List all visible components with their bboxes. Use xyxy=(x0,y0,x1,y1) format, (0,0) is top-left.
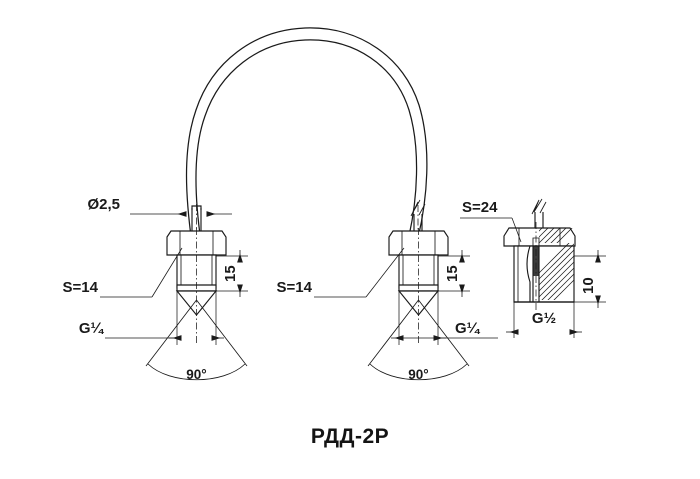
left-length-dimension: 15 xyxy=(216,250,248,297)
right-cone-angle-label: 90° xyxy=(408,367,428,382)
left-fitting xyxy=(166,228,227,345)
left-cone-angle: 90° xyxy=(145,299,248,382)
block-bore-cavity xyxy=(526,245,531,302)
left-wrench-size-label: S=14 xyxy=(63,279,99,296)
block-break-mark-2 xyxy=(539,201,547,214)
block-height-label: 10 xyxy=(580,277,597,294)
block-height-dimension: 10 xyxy=(574,250,606,308)
right-angle-arc xyxy=(369,363,468,381)
block-bore-fill xyxy=(533,246,539,276)
right-thread-label: G¼ xyxy=(455,320,481,337)
left-thread-callout: G¼ xyxy=(79,291,224,345)
right-wrench-size-callout: S=14 xyxy=(277,247,405,298)
block-section-hatching xyxy=(539,243,574,300)
right-thread-callout: G¼ xyxy=(391,291,498,345)
right-length-dimension: 15 xyxy=(438,250,470,297)
block-s24-leader xyxy=(511,217,522,243)
left-s14-leader xyxy=(151,247,183,298)
left-cone-angle-label: 90° xyxy=(186,367,206,382)
page-title: РДД-2Р xyxy=(311,425,389,448)
left-length-label: 15 xyxy=(222,265,239,282)
capillary-break-mark xyxy=(410,199,421,217)
right-length-label: 15 xyxy=(444,265,461,282)
right-angle-ray-b xyxy=(418,299,470,367)
right-wrench-size-label: S=14 xyxy=(277,279,313,296)
capillary-outer-wall xyxy=(185,27,428,245)
block-wrench-size-label: S=24 xyxy=(462,199,498,216)
right-s14-leader xyxy=(365,247,405,298)
connector-block xyxy=(503,198,576,312)
right-fitting xyxy=(388,228,449,345)
capillary-loop xyxy=(185,27,428,246)
right-cone-tip xyxy=(397,290,440,316)
left-thread-label: G¼ xyxy=(79,320,105,337)
block-break-mark xyxy=(531,198,543,215)
block-thread-label: G½ xyxy=(532,310,556,327)
left-wrench-size-callout: S=14 xyxy=(63,247,183,298)
right-angle-ray-a xyxy=(367,299,419,367)
block-hex-hatching xyxy=(539,228,574,243)
block-thread-callout: G½ xyxy=(506,302,582,338)
capillary-inner-wall xyxy=(195,39,418,243)
block-wrench-size-callout: S=24 xyxy=(460,199,522,243)
left-cone-tip xyxy=(175,290,218,316)
capillary-break-mark-2 xyxy=(418,203,426,216)
left-angle-ray-a xyxy=(145,299,197,367)
left-angle-ray-b xyxy=(196,299,248,367)
capillary-diameter-dimension: Ø2,5 xyxy=(87,196,232,217)
capillary-diameter-label: Ø2,5 xyxy=(87,196,120,213)
right-cone-angle: 90° xyxy=(367,299,470,382)
left-angle-arc xyxy=(147,363,246,381)
